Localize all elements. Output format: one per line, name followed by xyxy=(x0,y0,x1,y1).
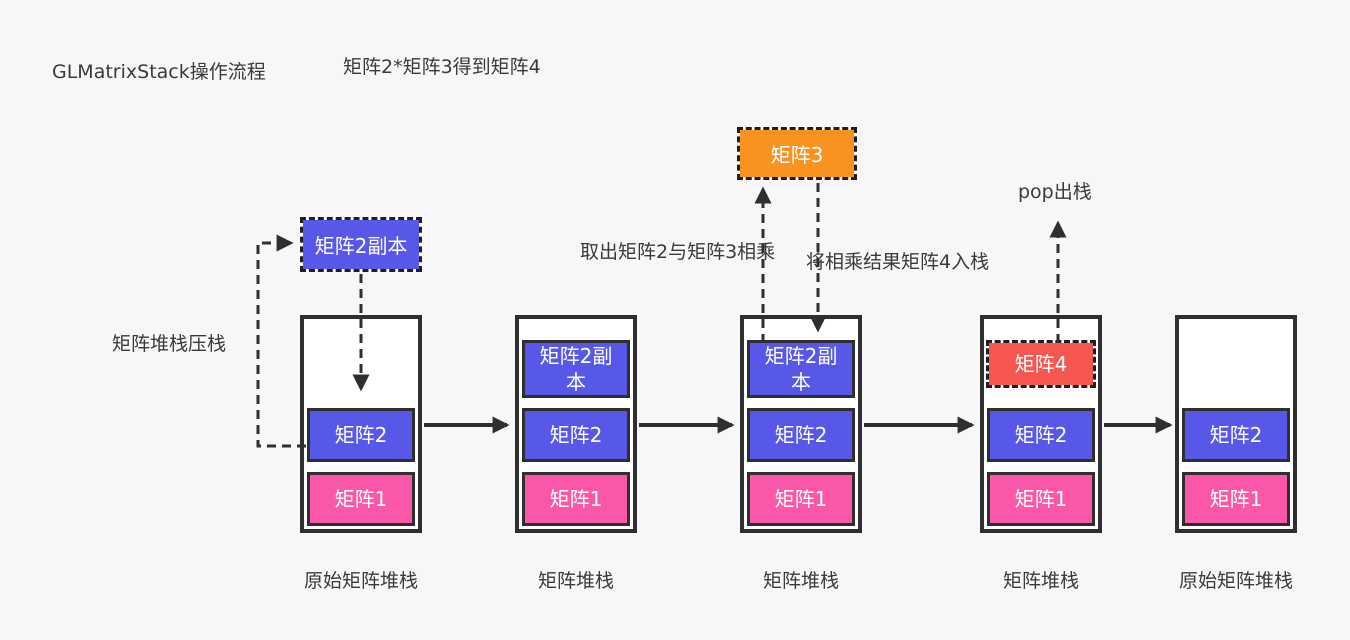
push-result-annotation: 将相乘结果矩阵4入栈 xyxy=(806,251,990,273)
stack-result-pushed: 矩阵4 矩阵2 矩阵1 矩阵堆栈 xyxy=(980,315,1102,593)
pop-annotation: pop出栈 xyxy=(1018,181,1092,203)
stack-caption: 原始矩阵堆栈 xyxy=(1178,570,1293,592)
matrix3-label: 矩阵3 xyxy=(737,127,857,180)
stack-item-matrix1: 矩阵1 xyxy=(1182,472,1290,526)
stack-original-right: 矩阵2 矩阵1 原始矩阵堆栈 xyxy=(1175,315,1297,593)
matrix3-floating-box: 矩阵3 xyxy=(737,127,857,180)
stack-item-matrix4: 矩阵4 xyxy=(986,340,1096,388)
matrix2-copy-floating-box: 矩阵2副本 xyxy=(300,217,422,272)
stack-container: 矩阵2 矩阵1 xyxy=(1175,315,1297,533)
stack-item-matrix2: 矩阵2 xyxy=(307,408,415,462)
stack-item-matrix2: 矩阵2 xyxy=(747,408,855,462)
stack-container: 矩阵2副本 矩阵2 矩阵1 xyxy=(740,315,862,533)
stack-item-matrix2: 矩阵2 xyxy=(1182,408,1290,462)
stack-item-matrix1: 矩阵1 xyxy=(307,472,415,526)
page-title: GLMatrixStack操作流程 xyxy=(52,61,266,83)
stack-container: 矩阵2 矩阵1 xyxy=(300,315,422,533)
stack-item-matrix2-copy: 矩阵2副本 xyxy=(522,340,630,398)
stack-item-matrix1: 矩阵1 xyxy=(747,472,855,526)
stack-item-matrix2: 矩阵2 xyxy=(987,408,1095,462)
stack-after-push: 矩阵2副本 矩阵2 矩阵1 矩阵堆栈 xyxy=(515,315,637,593)
stack-caption: 矩阵堆栈 xyxy=(537,570,614,592)
stack-item-matrix2-copy: 矩阵2副本 xyxy=(747,340,855,398)
matrix2-copy-label: 矩阵2副本 xyxy=(300,217,422,272)
stack-item-matrix1: 矩阵1 xyxy=(987,472,1095,526)
stack-multiply-step: 矩阵2副本 矩阵2 矩阵1 矩阵堆栈 xyxy=(740,315,862,593)
stack-caption: 原始矩阵堆栈 xyxy=(303,570,418,592)
multiply-annotation: 取出矩阵2与矩阵3相乘 xyxy=(580,241,776,263)
stack-container: 矩阵2副本 矩阵2 矩阵1 xyxy=(515,315,637,533)
copy-dashed-arrow xyxy=(256,234,306,448)
push-annotation: 矩阵堆栈压栈 xyxy=(112,333,227,355)
stack-item-matrix2: 矩阵2 xyxy=(522,408,630,462)
subtitle-note: 矩阵2*矩阵3得到矩阵4 xyxy=(343,56,541,78)
stack-caption: 矩阵堆栈 xyxy=(1002,570,1079,592)
stack-caption: 矩阵堆栈 xyxy=(762,570,839,592)
stack-item-matrix1: 矩阵1 xyxy=(522,472,630,526)
stack-container: 矩阵4 矩阵2 矩阵1 xyxy=(980,315,1102,533)
stack-original-left: 矩阵2 矩阵1 原始矩阵堆栈 xyxy=(300,315,422,593)
